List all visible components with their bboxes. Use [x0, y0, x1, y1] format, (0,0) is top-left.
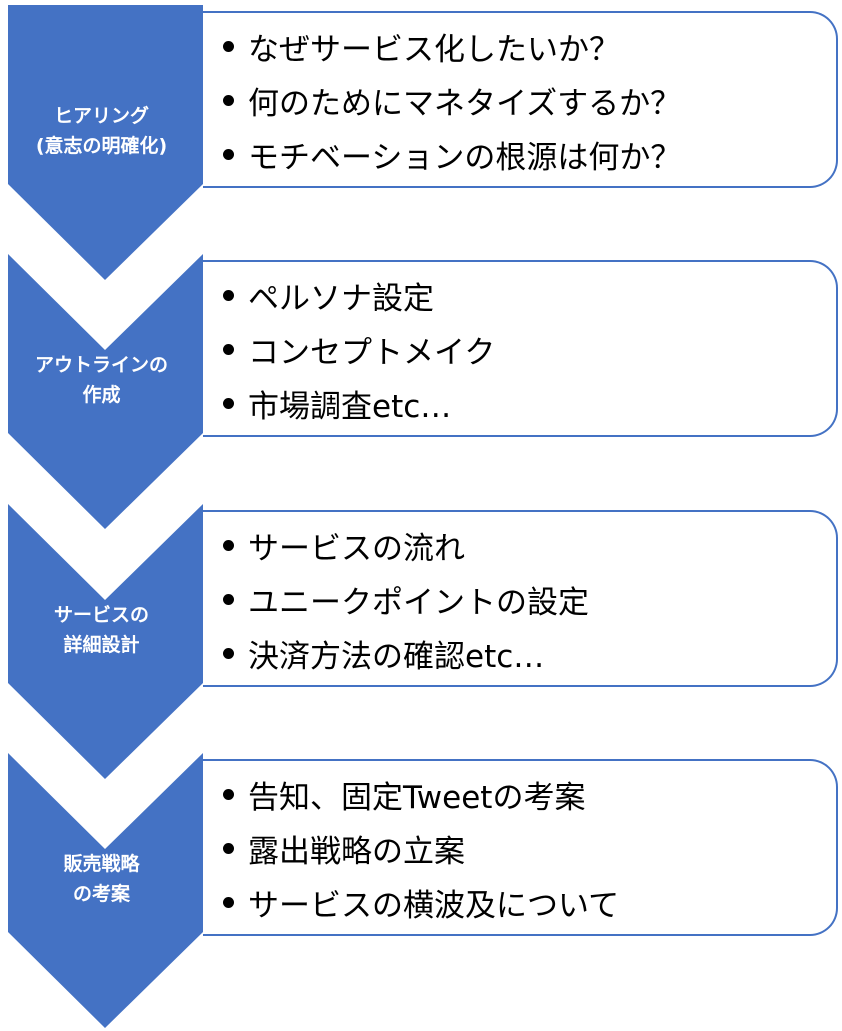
step-item-text: サービスの横波及について [248, 887, 620, 924]
step-label-line: 販売戦略 [63, 853, 140, 875]
step-item-text: なぜサービス化したいか？ [248, 31, 620, 68]
step-label-line: 詳細設計 [63, 634, 140, 656]
step-item-text: 決済方法の確認etc… [248, 638, 545, 675]
step-item-text: 露出戦略の立案 [248, 833, 465, 870]
step-item: 告知、固定Tweetの考案 [223, 767, 836, 821]
step-item: 何のためにマネタイズするか？ [223, 73, 836, 127]
bullet-icon [223, 788, 234, 800]
step-item-list: ペルソナ設定 コンセプトメイク 市場調査etc… [223, 268, 836, 430]
step-label-line: (意志の明確化) [35, 135, 168, 157]
step-label-line: の考案 [72, 883, 130, 905]
bullet-icon [223, 94, 234, 106]
step-label: サービスの 詳細設計 [0, 600, 203, 660]
step-label-line: アウトラインの [34, 354, 168, 376]
step-item: 露出戦略の立案 [223, 821, 836, 875]
step-item: サービスの流れ [223, 518, 836, 572]
bullet-icon [223, 539, 234, 551]
step-item: なぜサービス化したいか？ [223, 19, 836, 73]
step-item-list: なぜサービス化したいか？ 何のためにマネタイズするか？ モチベーションの根源は何… [223, 19, 836, 181]
step-item: ペルソナ設定 [223, 268, 836, 322]
bullet-icon [223, 148, 234, 160]
step-item-list: サービスの流れ ユニークポイントの設定 決済方法の確認etc… [223, 518, 836, 680]
bullet-icon [223, 397, 234, 409]
step-item: モチベーションの根源は何か？ [223, 127, 836, 181]
step-detail-card: ペルソナ設定 コンセプトメイク 市場調査etc… [203, 260, 838, 437]
step-detailed-design: サービスの流れ ユニークポイントの設定 決済方法の確認etc… サービスの 詳細… [0, 504, 842, 779]
step-item-text: 市場調査etc… [248, 388, 452, 425]
bullet-icon [223, 289, 234, 301]
step-item-text: 告知、固定Tweetの考案 [248, 779, 586, 816]
step-outline: ペルソナ設定 コンセプトメイク 市場調査etc… アウトラインの 作成 [0, 254, 842, 529]
step-item: ユニークポイントの設定 [223, 572, 836, 626]
step-item: 決済方法の確認etc… [223, 626, 836, 680]
step-item-text: サービスの流れ [248, 530, 465, 567]
chevron-arrow-shape [8, 254, 203, 529]
bullet-icon [223, 647, 234, 659]
chevron-arrow-shape [8, 753, 203, 1028]
step-item: 市場調査etc… [223, 376, 836, 430]
bullet-icon [223, 343, 234, 355]
chevron-arrow-shape [8, 5, 203, 280]
step-item: サービスの横波及について [223, 875, 836, 929]
step-item-text: ペルソナ設定 [248, 280, 434, 317]
step-label: ヒアリング (意志の明確化) [0, 101, 203, 161]
step-label: 販売戦略 の考案 [0, 849, 203, 909]
step-item-text: ユニークポイントの設定 [248, 584, 589, 621]
bullet-icon [223, 40, 234, 52]
step-detail-card: サービスの流れ ユニークポイントの設定 決済方法の確認etc… [203, 510, 838, 687]
step-item-list: 告知、固定Tweetの考案 露出戦略の立案 サービスの横波及について [223, 767, 836, 929]
bullet-icon [223, 842, 234, 854]
bullet-icon [223, 593, 234, 605]
bullet-icon [223, 896, 234, 908]
step-item-text: モチベーションの根源は何か？ [248, 139, 682, 176]
step-item: コンセプトメイク [223, 322, 836, 376]
step-item-text: コンセプトメイク [248, 334, 496, 371]
step-label-line: 作成 [82, 384, 121, 406]
step-label-line: ヒアリング [53, 105, 149, 127]
step-item-text: 何のためにマネタイズするか？ [248, 85, 682, 122]
step-detail-card: なぜサービス化したいか？ 何のためにマネタイズするか？ モチベーションの根源は何… [203, 11, 838, 188]
chevron-arrow-shape [8, 504, 203, 779]
step-sales-strategy: 告知、固定Tweetの考案 露出戦略の立案 サービスの横波及について 販売戦略 … [0, 753, 842, 1028]
step-label: アウトラインの 作成 [0, 350, 203, 410]
step-hearing: なぜサービス化したいか？ 何のためにマネタイズするか？ モチベーションの根源は何… [0, 5, 842, 280]
step-detail-card: 告知、固定Tweetの考案 露出戦略の立案 サービスの横波及について [203, 759, 838, 936]
step-label-line: サービスの [53, 604, 149, 626]
